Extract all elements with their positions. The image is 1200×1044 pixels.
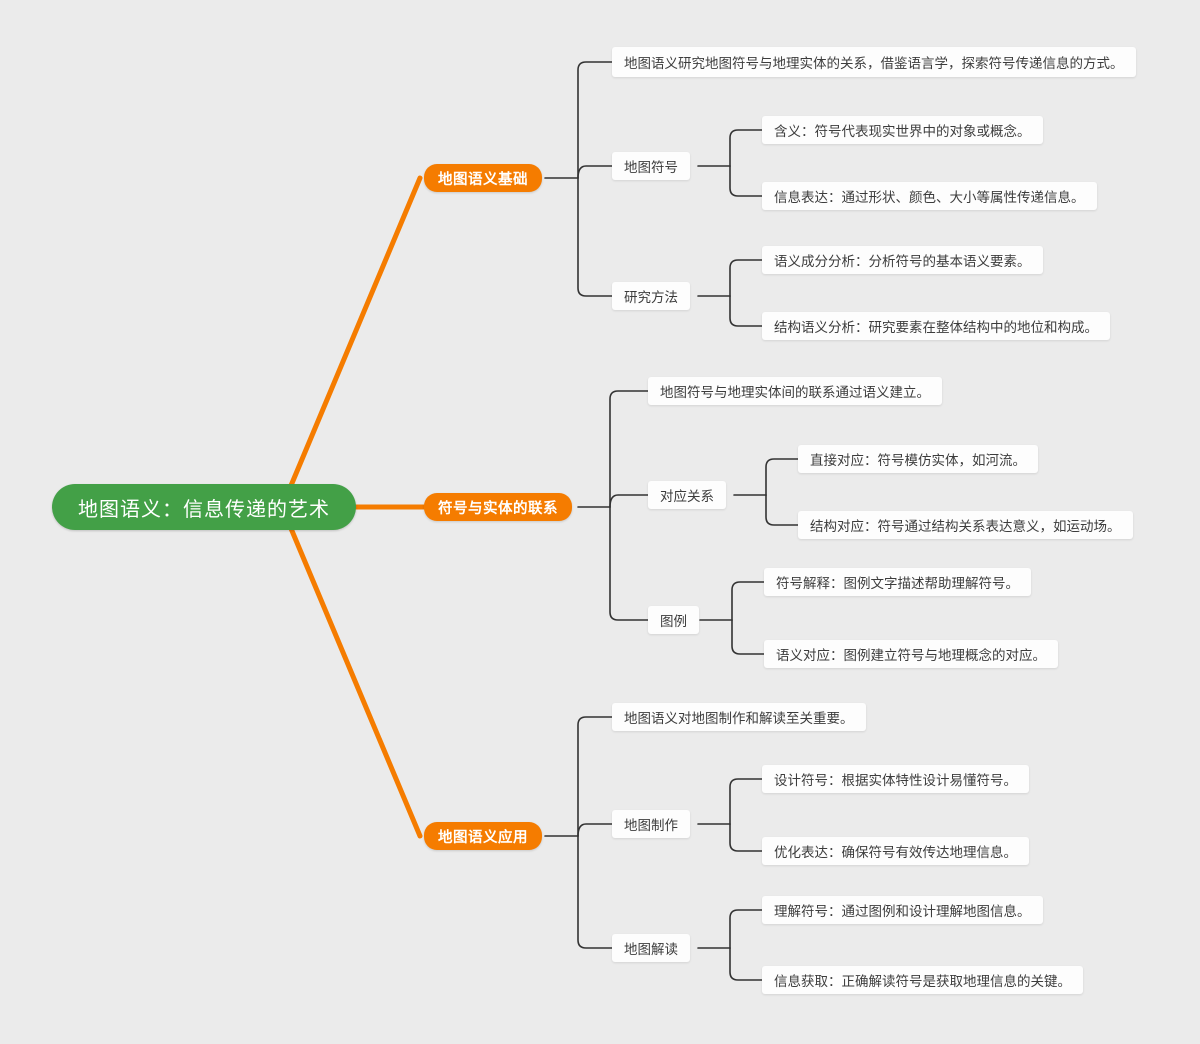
leaf-node-2-1-1-label: 直接对应：符号模仿实体，如河流。 [810, 453, 1026, 468]
leaf-node-3-2-1[interactable]: 理解符号：通过图例和设计理解地图信息。 [762, 896, 1043, 924]
leaf-node-3-1-2-label: 优化表达：确保符号有效传达地理信息。 [774, 845, 1017, 860]
leaf-node-2-2-1[interactable]: 符号解释：图例文字描述帮助理解符号。 [764, 568, 1031, 596]
leaf-node-1-2-1[interactable]: 语义成分分析：分析符号的基本语义要素。 [762, 246, 1043, 274]
leaf-node-3-2-1-label: 理解符号：通过图例和设计理解地图信息。 [774, 904, 1031, 919]
topic-node-1-2[interactable]: 研究方法 [612, 282, 690, 310]
branch-node-1[interactable]: 地图语义基础 [424, 164, 542, 192]
leaf-node-1-1-1[interactable]: 含义：符号代表现实世界中的对象或概念。 [762, 116, 1043, 144]
leaf-node-1-2-2-label: 结构语义分析：研究要素在整体结构中的地位和构成。 [774, 320, 1098, 335]
connector-branch1-to-topic1 [577, 165, 613, 179]
topic-node-3-2-label: 地图解读 [624, 942, 678, 957]
branch-node-1-label: 地图语义基础 [438, 171, 528, 188]
summary-box-2-label: 地图符号与地理实体间的联系通过语义建立。 [660, 385, 930, 400]
connector-branch2-to-topic2 [609, 506, 649, 621]
topic-node-3-1[interactable]: 地图制作 [612, 810, 690, 838]
topic-node-2-2-label: 图例 [660, 614, 687, 629]
leaf-node-2-1-2-label: 结构对应：符号通过结构关系表达意义，如运动场。 [810, 519, 1121, 534]
connector-topic4-to-item2 [731, 619, 765, 655]
topic-node-1-2-label: 研究方法 [624, 290, 678, 305]
connector-topic3-to-item1 [765, 458, 799, 496]
leaf-node-2-2-1-label: 符号解释：图例文字描述帮助理解符号。 [776, 576, 1019, 591]
connector-topic5-to-item2 [729, 823, 763, 852]
connector-topic1-to-item2 [729, 165, 763, 197]
summary-box-3[interactable]: 地图语义对地图制作和解读至关重要。 [612, 703, 866, 731]
summary-box-3-label: 地图语义对地图制作和解读至关重要。 [624, 711, 854, 726]
branch-node-3[interactable]: 地图语义应用 [424, 822, 542, 850]
leaf-node-3-1-1-label: 设计符号：根据实体特性设计易懂符号。 [774, 773, 1017, 788]
connector-root-to-branch-1 [279, 175, 423, 510]
branch-node-3-label: 地图语义应用 [438, 829, 528, 846]
topic-node-1-1-label: 地图符号 [624, 160, 678, 175]
leaf-node-2-1-2[interactable]: 结构对应：符号通过结构关系表达意义，如运动场。 [798, 511, 1133, 539]
leaf-node-1-2-1-label: 语义成分分析：分析符号的基本语义要素。 [774, 254, 1031, 269]
connector-topic5-to-item1 [729, 778, 763, 825]
connector-topic6-to-item2 [729, 947, 763, 981]
leaf-node-2-2-2-label: 语义对应：图例建立符号与地理概念的对应。 [776, 648, 1046, 663]
topic-node-2-1-label: 对应关系 [660, 489, 714, 504]
connector-root-to-branch-3 [279, 504, 423, 839]
summary-box-1-label: 地图语义研究地图符号与地理实体的关系，借鉴语言学，探索符号传递信息的方式。 [624, 56, 1124, 71]
connector-branch3-to-topic2 [577, 835, 613, 949]
leaf-node-1-2-2[interactable]: 结构语义分析：研究要素在整体结构中的地位和构成。 [762, 312, 1110, 340]
connector-topic2-to-item1 [729, 259, 763, 297]
leaf-node-2-1-1[interactable]: 直接对应：符号模仿实体，如河流。 [798, 445, 1038, 473]
topic-node-2-1[interactable]: 对应关系 [648, 481, 726, 509]
topic-node-3-1-label: 地图制作 [624, 818, 678, 833]
connector-branch2-to-summary [609, 390, 649, 508]
root-node-label: 地图语义：信息传递的艺术 [78, 498, 330, 521]
connector-branch1-to-summary [577, 61, 613, 179]
summary-box-1[interactable]: 地图语义研究地图符号与地理实体的关系，借鉴语言学，探索符号传递信息的方式。 [612, 47, 1136, 77]
connector-branch3-to-summary [577, 716, 613, 837]
connector-topic1-to-item1 [729, 129, 763, 167]
connector-topic6-to-item1 [729, 909, 763, 949]
topic-node-2-2[interactable]: 图例 [648, 606, 699, 634]
connector-branch2-to-topic1 [609, 494, 649, 508]
summary-box-2[interactable]: 地图符号与地理实体间的联系通过语义建立。 [648, 377, 942, 405]
leaf-node-3-1-1[interactable]: 设计符号：根据实体特性设计易懂符号。 [762, 765, 1029, 793]
topic-node-3-2[interactable]: 地图解读 [612, 934, 690, 962]
leaf-node-3-1-2[interactable]: 优化表达：确保符号有效传达地理信息。 [762, 837, 1029, 865]
topic-node-1-1[interactable]: 地图符号 [612, 152, 690, 180]
connector-branch3-to-topic1 [577, 823, 613, 837]
leaf-node-3-2-2-label: 信息获取：正确解读符号是获取地理信息的关键。 [774, 974, 1071, 989]
connector-branch1-to-topic2 [577, 177, 613, 297]
connector-topic3-to-item2 [765, 494, 799, 526]
leaf-node-1-1-2[interactable]: 信息表达：通过形状、颜色、大小等属性传递信息。 [762, 182, 1097, 210]
root-node[interactable]: 地图语义：信息传递的艺术 [52, 484, 356, 530]
leaf-node-3-2-2[interactable]: 信息获取：正确解读符号是获取地理信息的关键。 [762, 966, 1083, 994]
branch-node-2-label: 符号与实体的联系 [438, 500, 558, 517]
leaf-node-1-1-1-label: 含义：符号代表现实世界中的对象或概念。 [774, 124, 1031, 139]
branch-node-2[interactable]: 符号与实体的联系 [424, 493, 572, 521]
leaf-node-2-2-2[interactable]: 语义对应：图例建立符号与地理概念的对应。 [764, 640, 1058, 668]
connector-topic4-to-item1 [731, 581, 765, 621]
connector-topic2-to-item2 [729, 295, 763, 327]
leaf-node-1-1-2-label: 信息表达：通过形状、颜色、大小等属性传递信息。 [774, 190, 1085, 205]
